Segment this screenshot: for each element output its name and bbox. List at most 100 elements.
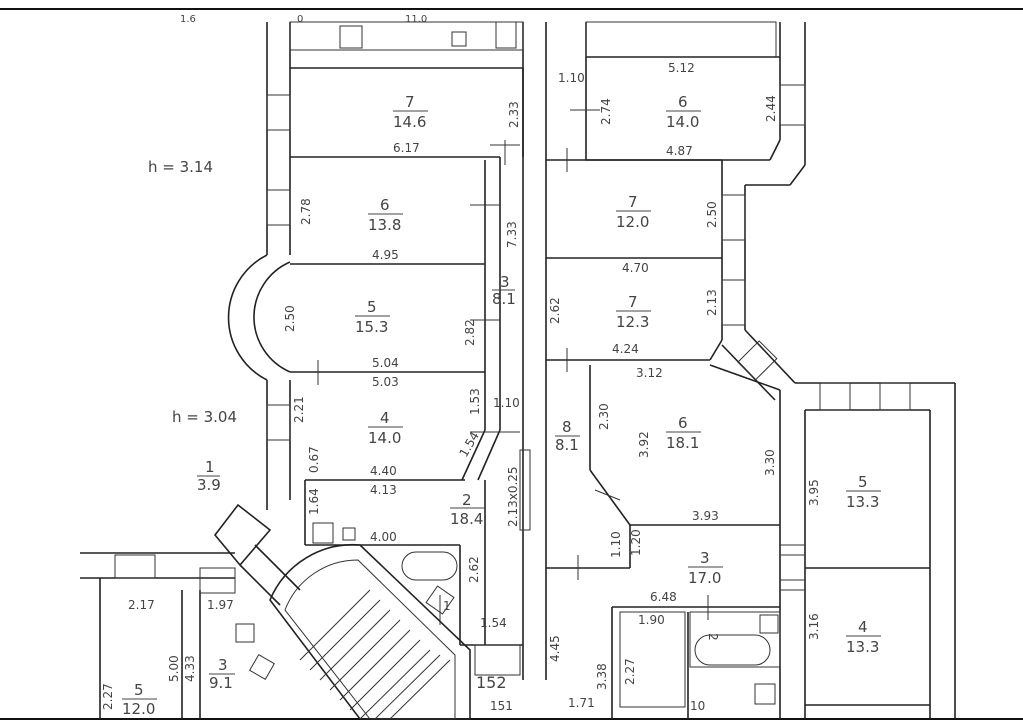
svg-text:14.0: 14.0 (368, 429, 401, 447)
svg-text:3.16: 3.16 (807, 613, 821, 640)
svg-text:6.48: 6.48 (650, 590, 677, 604)
cut-label: 11.0 (405, 14, 427, 25)
walls-right (519, 21, 956, 719)
svg-text:2.50: 2.50 (283, 305, 297, 332)
svg-text:14.6: 14.6 (393, 113, 426, 131)
svg-text:3: 3 (218, 656, 228, 674)
room-label-8b: 88.1 (555, 418, 580, 454)
room-label-5c: 513.3 (846, 473, 881, 511)
svg-text:1.71: 1.71 (568, 696, 595, 710)
svg-text:4: 4 (858, 618, 868, 636)
svg-text:6: 6 (678, 93, 688, 111)
svg-text:5.12: 5.12 (668, 61, 695, 75)
room-label-3c: 39.1 (209, 656, 235, 692)
svg-text:9.1: 9.1 (209, 674, 233, 692)
svg-text:2.50: 2.50 (705, 201, 719, 228)
svg-text:8.1: 8.1 (555, 436, 579, 454)
svg-text:12.0: 12.0 (122, 700, 155, 718)
svg-text:1.64: 1.64 (307, 488, 321, 515)
svg-text:6: 6 (380, 196, 390, 214)
room-label-4c: 413.3 (846, 618, 881, 656)
svg-text:152: 152 (476, 673, 507, 692)
annotations: h = 3.14 h = 3.04 1.6 11.0 0 (148, 14, 427, 426)
svg-text:1.10: 1.10 (558, 71, 585, 85)
height-label-1: h = 3.14 (148, 158, 213, 176)
svg-text:3.38: 3.38 (595, 663, 609, 690)
svg-text:3: 3 (700, 549, 710, 567)
room-label-6b: 614.0 (666, 93, 701, 131)
svg-text:5: 5 (367, 298, 377, 316)
svg-text:18.4: 18.4 (450, 510, 483, 528)
svg-text:7: 7 (628, 293, 638, 311)
svg-text:1.54: 1.54 (480, 616, 507, 630)
height-label-2: h = 3.04 (172, 408, 237, 426)
svg-text:1: 1 (443, 599, 451, 613)
svg-text:6: 6 (678, 414, 688, 432)
room-label-3a: 38.1 (492, 273, 516, 308)
svg-text:4.95: 4.95 (372, 248, 399, 262)
svg-text:4.24: 4.24 (612, 342, 639, 356)
svg-text:2.13: 2.13 (705, 289, 719, 316)
svg-text:2.21: 2.21 (292, 396, 306, 423)
svg-text:15.3: 15.3 (355, 318, 388, 336)
svg-text:13.8: 13.8 (368, 216, 401, 234)
svg-text:3.30: 3.30 (763, 449, 777, 476)
svg-text:12.3: 12.3 (616, 313, 649, 331)
svg-text:5.00: 5.00 (167, 655, 181, 682)
cut-label: 1.6 (180, 14, 196, 25)
svg-text:4.40: 4.40 (370, 464, 397, 478)
svg-text:1.53: 1.53 (468, 388, 482, 415)
walls-left (227, 21, 547, 680)
room-label-6a: 613.8 (368, 196, 403, 234)
room-label-7b: 712.0 (616, 193, 651, 231)
svg-text:2.30: 2.30 (597, 403, 611, 430)
fixtures (312, 522, 771, 676)
svg-text:4.00: 4.00 (370, 530, 397, 544)
svg-text:2: 2 (462, 491, 472, 509)
svg-text:12.0: 12.0 (616, 213, 649, 231)
room-label-6c: 618.1 (666, 414, 701, 452)
walls-bottom-left (80, 552, 275, 719)
svg-text:4.70: 4.70 (622, 261, 649, 275)
svg-text:6.17: 6.17 (393, 141, 420, 155)
svg-text:2.33: 2.33 (507, 101, 521, 128)
svg-text:2.74: 2.74 (599, 98, 613, 125)
svg-text:14.0: 14.0 (666, 113, 699, 131)
room-label-1a: 13.9 (197, 458, 221, 494)
svg-text:13.3: 13.3 (846, 493, 879, 511)
svg-text:8: 8 (562, 418, 572, 436)
room-label-3b: 317.0 (688, 549, 723, 587)
svg-text:7.33: 7.33 (505, 221, 519, 248)
svg-text:3.9: 3.9 (197, 476, 221, 494)
svg-text:3.95: 3.95 (807, 479, 821, 506)
svg-text:2.17: 2.17 (128, 598, 155, 612)
room-label-4a: 414.0 (368, 409, 403, 447)
svg-text:2.44: 2.44 (764, 95, 778, 122)
svg-text:2.62: 2.62 (467, 556, 481, 583)
room-label-7a: 714.6 (393, 93, 428, 131)
svg-text:4.13: 4.13 (370, 483, 397, 497)
svg-text:2.78: 2.78 (299, 198, 313, 225)
room-labels: 714.6 613.8 515.3 414.0 38.1 218.4 13.9 … (122, 93, 881, 718)
svg-text:2: 2 (706, 633, 720, 641)
svg-text:4.45: 4.45 (548, 635, 562, 662)
svg-text:2.62: 2.62 (548, 297, 562, 324)
svg-text:4.33: 4.33 (183, 655, 197, 682)
svg-text:1.20: 1.20 (629, 529, 643, 556)
svg-text:1.10: 1.10 (609, 531, 623, 558)
svg-text:5: 5 (134, 681, 144, 699)
svg-text:1.97: 1.97 (207, 598, 234, 612)
svg-text:1.90: 1.90 (638, 613, 665, 627)
svg-text:3.92: 3.92 (637, 431, 651, 458)
room-label-5a: 515.3 (355, 298, 390, 336)
svg-text:4: 4 (380, 409, 390, 427)
staircase (213, 503, 471, 720)
svg-text:10: 10 (690, 699, 705, 713)
svg-text:151: 151 (490, 699, 513, 713)
room-label-5d: 512.0 (122, 681, 157, 718)
svg-text:5: 5 (858, 473, 868, 491)
dimension-labels: 6.17 4.95 5.04 5.03 4.40 4.13 4.00 2.33 … (101, 61, 821, 713)
svg-text:2.27: 2.27 (101, 683, 115, 710)
svg-text:3.93: 3.93 (692, 509, 719, 523)
